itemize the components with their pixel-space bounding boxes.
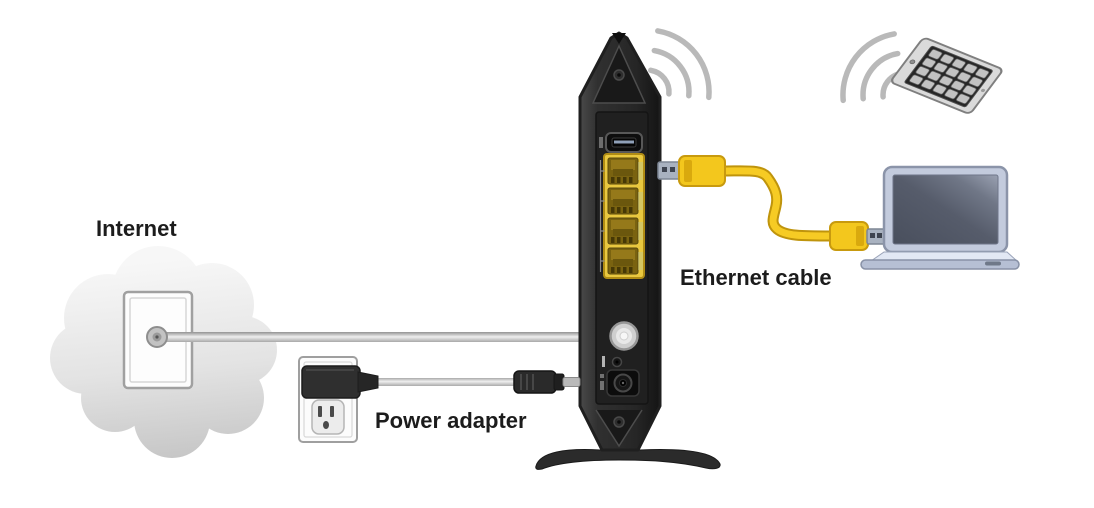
ethernet-port-4 — [607, 247, 643, 275]
ethernet-port-3 — [607, 217, 643, 245]
outlet-socket — [311, 399, 345, 435]
tablet — [891, 37, 1003, 114]
cable-modem-router — [535, 31, 721, 470]
router-top-screw — [613, 69, 625, 81]
router-top-notch — [612, 33, 626, 44]
router-wifi-signal-icon — [648, 28, 712, 101]
usb-port-label-mark — [599, 137, 603, 148]
laptop — [860, 165, 1020, 270]
laptop-screen — [892, 174, 999, 245]
ethernet-plug-router-end — [657, 155, 726, 187]
wall-plate-coax-jack — [146, 326, 168, 348]
reset-button — [602, 356, 623, 368]
ethernet-cable-label: Ethernet cable — [680, 265, 832, 290]
port-label-bracket — [599, 160, 605, 272]
tablet-onscreen-keys — [909, 49, 990, 104]
usb-port — [599, 132, 643, 153]
power-adapter-label: Power adapter — [375, 408, 527, 433]
power-adapter-brick — [301, 365, 379, 399]
internet-label: Internet — [96, 216, 177, 241]
power-port — [600, 369, 640, 397]
ethernet-port-1 — [607, 157, 643, 185]
laptop-base-notch — [985, 261, 1001, 266]
tablet-camera-icon — [909, 59, 916, 65]
dc-power-plug — [513, 370, 581, 394]
ethernet-plug-laptop-end — [829, 221, 887, 251]
ethernet-cable — [657, 155, 887, 251]
coax-port — [609, 321, 639, 351]
router-bottom-recess — [596, 410, 642, 446]
power-adapter — [301, 365, 581, 399]
ethernet-port-2 — [607, 187, 643, 215]
ethernet-ports — [599, 153, 645, 279]
tablet-home-button — [980, 88, 985, 93]
router-bottom-screw — [613, 416, 625, 428]
laptop-base — [860, 259, 1020, 270]
